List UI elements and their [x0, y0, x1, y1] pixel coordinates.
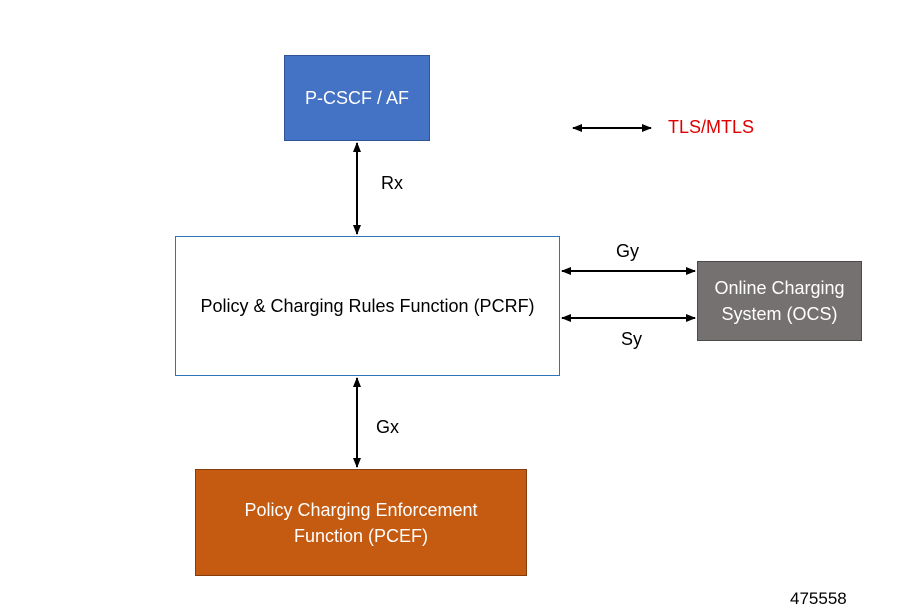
figure-id: 475558: [790, 589, 847, 608]
ocs-label: Online Charging System (OCS): [714, 278, 845, 324]
pcef-node: Policy Charging Enforcement Function (PC…: [195, 469, 527, 576]
gx-label: Gx: [376, 417, 400, 437]
pcscf-af-label: P-CSCF / AF: [304, 88, 409, 108]
pcrf-node: Policy & Charging Rules Function (PCRF): [175, 236, 560, 376]
pcrf-label: Policy & Charging Rules Function (PCRF): [200, 296, 535, 316]
sy-label: Sy: [621, 329, 643, 349]
gy-label: Gy: [616, 241, 640, 261]
pcef-label: Policy Charging Enforcement Function (PC…: [244, 499, 478, 546]
rx-label: Rx: [381, 173, 403, 193]
pcscf-af-node: P-CSCF / AF: [284, 55, 430, 141]
legend-tls-mtls-label: TLS/MTLS: [668, 117, 755, 137]
ocs-node: Online Charging System (OCS): [697, 261, 862, 341]
